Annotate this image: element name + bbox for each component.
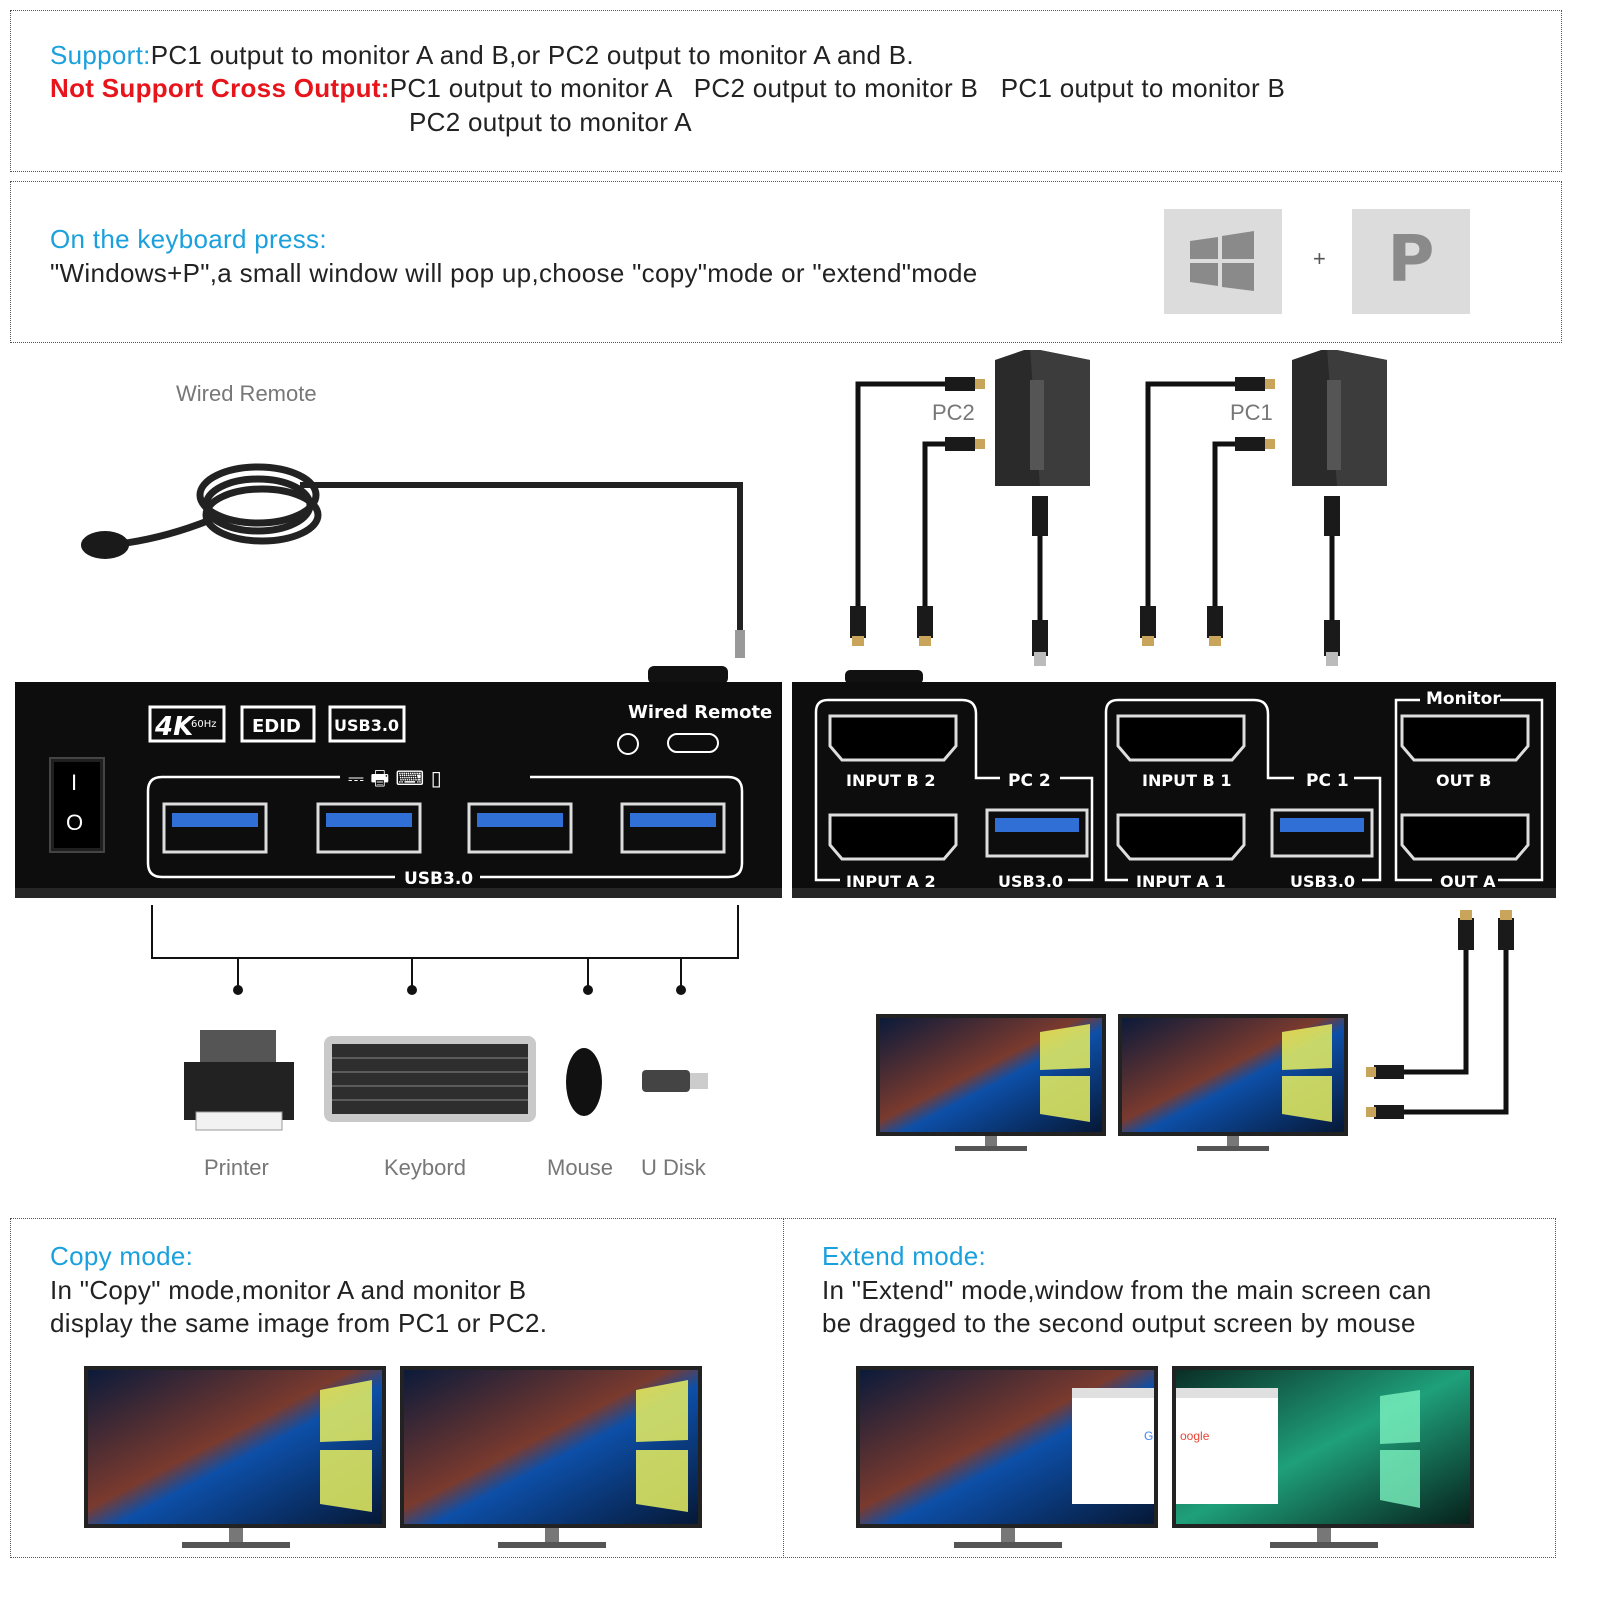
panel-wired-remote-label: Wired Remote [628,702,772,723]
google-partial-left: G [1144,1429,1153,1443]
extend-monitor-second: oogle [1172,1366,1474,1548]
label-pc1-port: PC 1 [1306,771,1349,791]
not-support-line-2: PC2 output to monitor A [409,107,692,137]
remote-port [667,733,719,753]
diagram-monitor-b [1118,1014,1348,1151]
usb-ports-left [162,802,726,854]
support-text: PC1 output to monitor A and B,or PC2 out… [150,40,914,70]
cable-connectors [850,377,1340,666]
keyboard-icon [324,1036,536,1122]
not-support-label: Not Support Cross Output: [50,73,390,103]
wired-remote-caption: Wired Remote [176,381,317,406]
pc1-tower-icon [1292,350,1387,486]
pc1-label: PC1 [1230,400,1273,425]
keyboard-heading: On the keyboard press: [50,224,327,254]
extend-monitor-main: G [856,1366,1158,1548]
label-input-a1: INPUT A 1 [1136,872,1226,891]
label-out-a: OUT A [1440,872,1496,891]
support-box [10,10,1562,172]
wired-remote-cable [109,463,743,650]
right-panel-frames [814,698,1544,882]
google-partial-right: oogle [1180,1429,1210,1443]
badge-4k: 4K [154,712,195,742]
diagram-monitor-a [876,1014,1106,1151]
remote-plug-icon [735,630,745,658]
label-usb-1: USB3.0 [998,872,1063,891]
label-pc2-port: PC 2 [1008,771,1051,791]
copy-monitor-b [400,1366,702,1548]
browser-window-right-half [1176,1388,1278,1504]
browser-window-left-half [1072,1388,1154,1504]
pc2-label: PC2 [932,400,975,425]
label-input-b2: INPUT B 2 [846,771,935,790]
label-usb-2: USB3.0 [1290,872,1355,891]
usb-ports-right [985,808,1374,858]
mode-monitors: G oogle [84,1366,1474,1548]
left-kvm-panel: I O 4K 60Hz EDID USB3.0 Wired Remote USB… [15,666,782,898]
mouse-icon [566,1048,602,1116]
copy-mode-line-1: In "Copy" mode,monitor A and monitor B [50,1275,527,1305]
remote-button-icon [81,531,129,559]
copy-mode-heading: Copy mode: [50,1241,194,1271]
extend-mode-line-2: be dragged to the second output screen b… [822,1308,1416,1338]
peripheral-bracket [151,905,739,988]
wiring-diagram: Wired Remote PC2 PC1 [15,350,1556,1180]
support-line: Support:PC1 output to monitor A and B,or… [50,40,914,71]
copy-monitor-a [84,1366,386,1548]
p-key: P [1352,209,1470,314]
label-out-b: OUT B [1436,771,1491,790]
usb-hub-label: USB3.0 [404,869,473,889]
badge-usb: USB3.0 [334,716,399,735]
peripheral-mouse: Mouse [547,1155,613,1180]
hdmi-ports [828,714,1530,861]
plus-sign: + [1313,246,1326,271]
extend-mode-heading: Extend mode: [822,1241,987,1271]
extend-mode-line-1: In "Extend" mode,window from the main sc… [822,1275,1432,1305]
badge-60hz: 60Hz [191,719,217,730]
peripheral-udisk: U Disk [641,1155,707,1180]
switch-off-label: O [66,810,83,835]
label-input-b1: INPUT B 1 [1142,771,1231,790]
peripheral-printer: Printer [204,1155,269,1180]
label-monitor: Monitor [1426,689,1501,709]
modes-divider [783,1218,784,1558]
badge-edid: EDID [252,716,301,737]
windows-logo-icon [1190,231,1254,291]
label-input-a2: INPUT A 2 [846,872,936,891]
udisk-icon [642,1070,708,1092]
not-support-line: Not Support Cross Output:PC1 output to m… [50,73,1285,104]
support-label: Support: [50,40,151,70]
switch-on-label: I [71,770,77,795]
keyboard-box [10,181,1562,343]
peripheral-icons: ⎓ 🖶 ⌨ ▯ [348,766,442,790]
monitor-cables [1390,940,1509,1115]
windows-key [1164,209,1282,314]
printer-icon [184,1030,294,1131]
pc2-tower-icon [995,350,1090,486]
peripheral-keyboard: Keybord [384,1155,466,1180]
usb-hub-frame [146,775,744,879]
keyboard-text: "Windows+P",a small window will pop up,c… [50,258,978,288]
right-kvm-panel: INPUT B 2 PC 2 INPUT A 2 USB3.0 INPUT B … [792,670,1556,898]
remote-port-icon [617,733,639,755]
copy-mode-line-2: display the same image from PC1 or PC2. [50,1308,548,1338]
p-key-label: P [1387,223,1435,297]
not-support-text: PC1 output to monitor A PC2 output to mo… [389,73,1286,103]
